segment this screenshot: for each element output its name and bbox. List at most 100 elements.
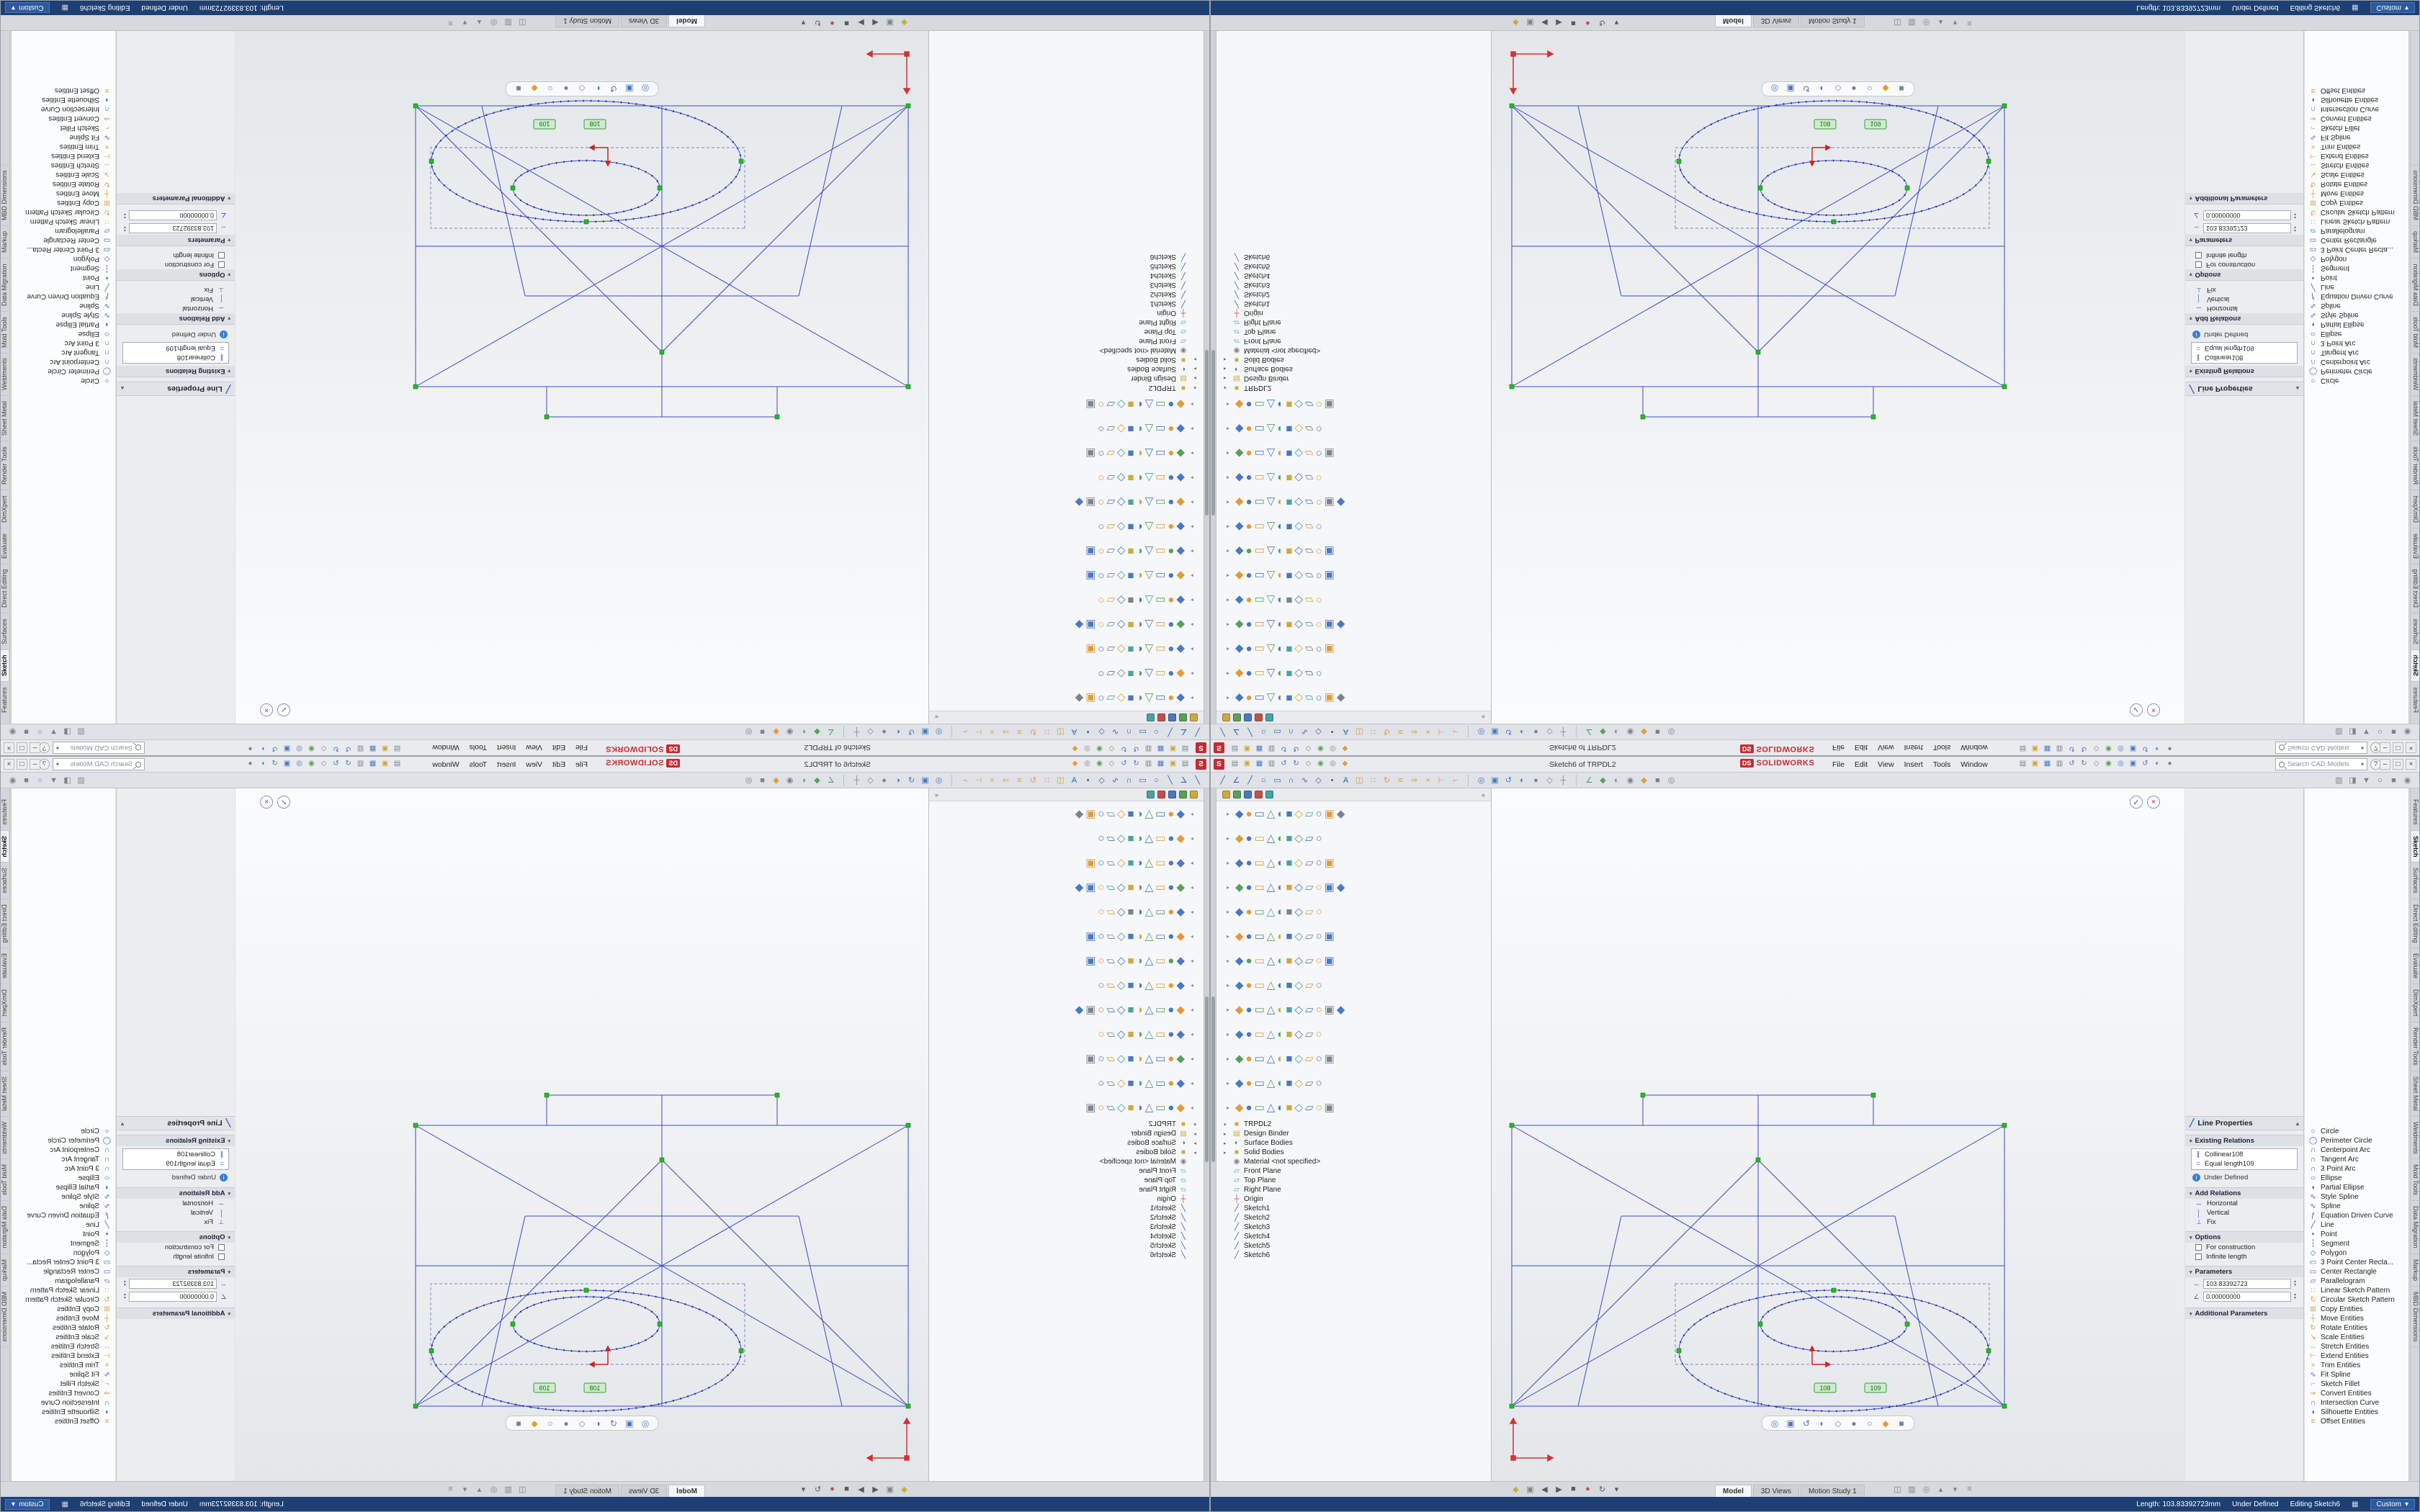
- zoom-area-icon[interactable]: ▣: [1491, 727, 1499, 736]
- stop-icon[interactable]: ■: [1571, 1485, 1576, 1493]
- tool-spline[interactable]: ∿Spline: [12, 301, 115, 310]
- command-tab-sketch[interactable]: Sketch: [0, 649, 9, 682]
- section-add-relations[interactable]: ▾ Add Relations: [2185, 313, 2303, 325]
- tree-item-icon[interactable]: ○: [1098, 1101, 1105, 1114]
- tree-item-icon[interactable]: ◇: [1116, 423, 1126, 436]
- fillet-icon[interactable]: ⌐: [1453, 727, 1458, 737]
- section-view-icon[interactable]: ◐: [260, 744, 265, 752]
- menu-insert[interactable]: Insert: [497, 760, 516, 769]
- tree-item-icon[interactable]: ○: [1098, 447, 1105, 460]
- tree-item-icon[interactable]: ▭: [1155, 398, 1166, 411]
- command-tab-dimxpert[interactable]: DimXpert: [0, 490, 9, 528]
- tree-item-icon[interactable]: ■: [1286, 643, 1293, 656]
- options-icon[interactable]: ◎: [1084, 760, 1090, 768]
- tool-center-rectangle[interactable]: ▭Center Rectangle: [12, 235, 115, 245]
- command-tab-render-tools[interactable]: Render Tools: [2411, 441, 2420, 490]
- tree-item-icon[interactable]: ◆: [1235, 1101, 1244, 1114]
- tool-linear-sketch-pattern[interactable]: ∷Linear Sketch Pattern: [12, 217, 115, 226]
- tree-item-icon[interactable]: ○: [1098, 905, 1105, 918]
- play-icon[interactable]: ▶: [1556, 1485, 1562, 1494]
- tree-item-icon[interactable]: ◐: [1136, 692, 1143, 705]
- tree-item-icon[interactable]: ■: [1127, 807, 1134, 820]
- tree-item-icon[interactable]: ▣: [1085, 881, 1096, 894]
- tree-item-icon[interactable]: ○: [1315, 1027, 1322, 1040]
- fillet-icon[interactable]: ⌐: [1453, 775, 1458, 785]
- save-icon[interactable]: ▦: [369, 760, 377, 768]
- tree-item-design-binder[interactable]: ▸▤Design Binder: [1224, 1130, 1289, 1138]
- grid-icon[interactable]: ▦: [61, 1500, 68, 1508]
- line-icon[interactable]: ╱: [1168, 776, 1173, 785]
- print-icon[interactable]: ▥: [1144, 760, 1152, 768]
- relation-item[interactable]: ∥Collinear108: [2192, 353, 2296, 362]
- tree-item-icon[interactable]: ▭: [1254, 472, 1265, 485]
- tool-partial-ellipse[interactable]: ◖Partial Ellipse: [2305, 1183, 2408, 1192]
- open-icon[interactable]: ▣: [381, 744, 389, 752]
- tree-item-icon[interactable]: ■: [1286, 472, 1293, 485]
- line-icon[interactable]: ╱: [1168, 727, 1173, 736]
- tree-item-icon[interactable]: ◆: [1176, 1076, 1185, 1089]
- tree-item-icon[interactable]: ▭: [1254, 856, 1265, 869]
- tree-item-icon[interactable]: ▱: [1305, 570, 1314, 582]
- tab-model[interactable]: Model: [1715, 1485, 1752, 1498]
- zoom-in-time-icon[interactable]: ▴: [1938, 1485, 1943, 1494]
- tool-stretch-entities[interactable]: ↔Stretch Entities: [2305, 1342, 2408, 1351]
- display-style-icon[interactable]: ●: [882, 727, 887, 737]
- menu-edit[interactable]: Edit: [1854, 760, 1868, 769]
- command-tab-surfaces[interactable]: Surfaces: [0, 863, 9, 899]
- featuremanager-tab-icon[interactable]: [1190, 714, 1198, 721]
- command-tab-surfaces[interactable]: Surfaces: [0, 613, 9, 649]
- select-icon[interactable]: ◇: [2093, 744, 2099, 752]
- tree-item-icon[interactable]: ▱: [1106, 832, 1115, 845]
- tool-linear-sketch-pattern[interactable]: ∷Linear Sketch Pattern: [2305, 217, 2408, 226]
- tree-item-icon[interactable]: △: [1266, 1027, 1276, 1040]
- new-icon[interactable]: ▤: [1231, 760, 1239, 768]
- tool-intersection-curve[interactable]: ∩Intersection Curve: [12, 1398, 115, 1408]
- mass-properties-icon[interactable]: ◆: [1600, 776, 1606, 785]
- point-icon[interactable]: •: [1086, 727, 1090, 737]
- tree-item-icon[interactable]: ▭: [1254, 1076, 1265, 1089]
- tree-item-icon[interactable]: ○: [1098, 618, 1105, 631]
- tree-item-icon[interactable]: △: [1144, 1076, 1154, 1089]
- featuremanager-tab-icon[interactable]: [1222, 714, 1230, 721]
- record-icon[interactable]: ●: [1585, 1485, 1590, 1493]
- tree-item-icon[interactable]: △: [1266, 1003, 1276, 1016]
- undo-icon[interactable]: ↺: [2069, 744, 2075, 752]
- command-tab-markup[interactable]: Markup: [0, 1254, 9, 1287]
- tree-item-icon[interactable]: ●: [1245, 447, 1252, 460]
- tree-item-icon[interactable]: ◐: [1136, 856, 1143, 869]
- tree-item-icon[interactable]: ●: [1245, 545, 1252, 558]
- circular-pattern-icon[interactable]: ↻: [1383, 776, 1391, 785]
- tree-item-icon[interactable]: ●: [1245, 618, 1252, 631]
- tool-stretch-entities[interactable]: ↔Stretch Entities: [12, 161, 115, 170]
- tree-item-icon[interactable]: ○: [1315, 398, 1322, 411]
- tree-item-icon[interactable]: ◆: [1235, 521, 1244, 534]
- sketch-icon[interactable]: ╱: [1220, 776, 1225, 785]
- tree-item-icon[interactable]: △: [1144, 472, 1154, 485]
- tree-item-icon[interactable]: △: [1266, 570, 1276, 582]
- tool-intersection-curve[interactable]: ∩Intersection Curve: [12, 104, 115, 114]
- tree-item-icon[interactable]: ●: [1168, 545, 1175, 558]
- stop-icon[interactable]: ■: [844, 19, 849, 27]
- search-box[interactable]: Search CAD Models ▾: [53, 758, 145, 770]
- previous-view-icon[interactable]: ↺: [1505, 727, 1512, 736]
- tool-move-entities[interactable]: ┼Move Entities: [12, 189, 115, 198]
- tree-item-icon[interactable]: ◇: [1116, 496, 1126, 509]
- open-icon[interactable]: ▣: [2031, 744, 2039, 752]
- motion-camera-icon[interactable]: ▣: [1526, 18, 1534, 27]
- print-icon[interactable]: ▥: [357, 760, 364, 768]
- tree-item-icon[interactable]: ▱: [1106, 905, 1115, 918]
- tool-convert-entities[interactable]: ⇒Convert Entities: [2305, 114, 2408, 123]
- checkbox-icon[interactable]: [218, 1254, 225, 1260]
- tool-offset-entities[interactable]: ≡Offset Entities: [12, 86, 115, 95]
- motion-key-icon[interactable]: ◆: [1512, 1485, 1519, 1494]
- graphics-area[interactable]: 108 109: [236, 788, 928, 1481]
- tree-item-icon[interactable]: △: [1144, 1003, 1154, 1016]
- linear-pattern-icon[interactable]: ∷: [1371, 727, 1376, 736]
- tree-item-icon[interactable]: ◇: [1294, 521, 1304, 534]
- tree-item-icon[interactable]: ▭: [1155, 905, 1166, 918]
- offset-icon[interactable]: ≡: [1398, 775, 1403, 785]
- selection-filter-icon[interactable]: ▼: [50, 775, 58, 785]
- record-icon[interactable]: ●: [830, 1485, 835, 1493]
- tree-item-icon[interactable]: ▭: [1155, 954, 1166, 967]
- hide-show-icon[interactable]: ○: [37, 775, 42, 785]
